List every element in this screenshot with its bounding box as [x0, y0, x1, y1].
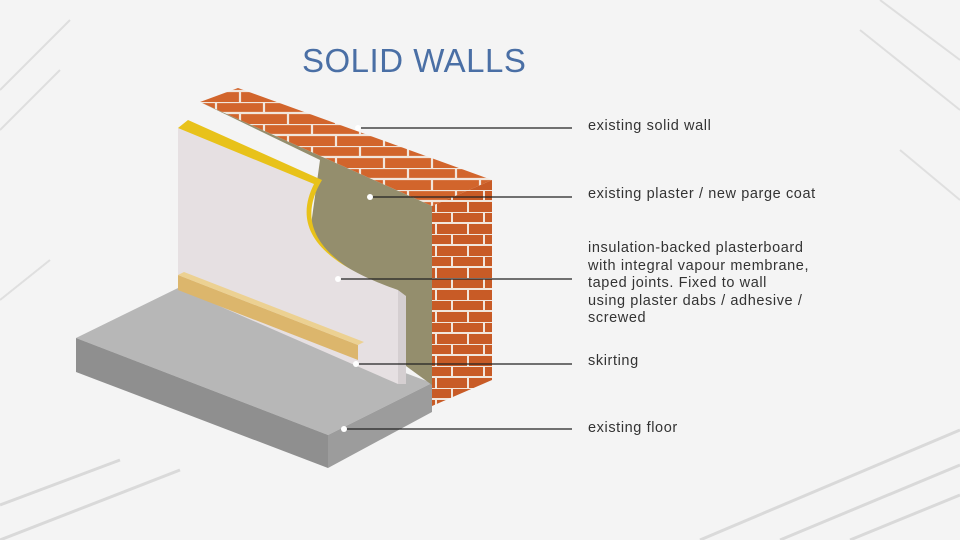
- callout-plasterboard-line-4: using plaster dabs / adhesive /: [588, 292, 803, 309]
- callout-plasterboard-line-5: screwed: [588, 310, 647, 326]
- callout-skirting: skirting: [588, 353, 639, 369]
- wall-cross-section-diagram: [76, 88, 572, 468]
- callout-plasterboard: insulation-backed plasterboard with inte…: [588, 240, 809, 328]
- insulated-plasterboard: [178, 120, 406, 384]
- callout-existing-plaster: existing plaster / new parge coat: [588, 186, 816, 202]
- skirting-board: [178, 272, 364, 360]
- floor-slab: [76, 288, 432, 468]
- leader-lines: [338, 127, 572, 430]
- callout-plasterboard-line-1: insulation-backed plasterboard: [588, 240, 804, 256]
- slide-title: SOLID WALLS: [302, 42, 527, 79]
- callout-plasterboard-line-2: with integral vapour membrane,: [588, 257, 810, 274]
- callout-plasterboard-line-3: taped joints. Fixed to wall: [588, 275, 768, 291]
- callout-existing-floor: existing floor: [588, 420, 678, 436]
- leader-dots: [335, 125, 373, 432]
- callout-existing-solid-wall: existing solid wall: [588, 118, 712, 134]
